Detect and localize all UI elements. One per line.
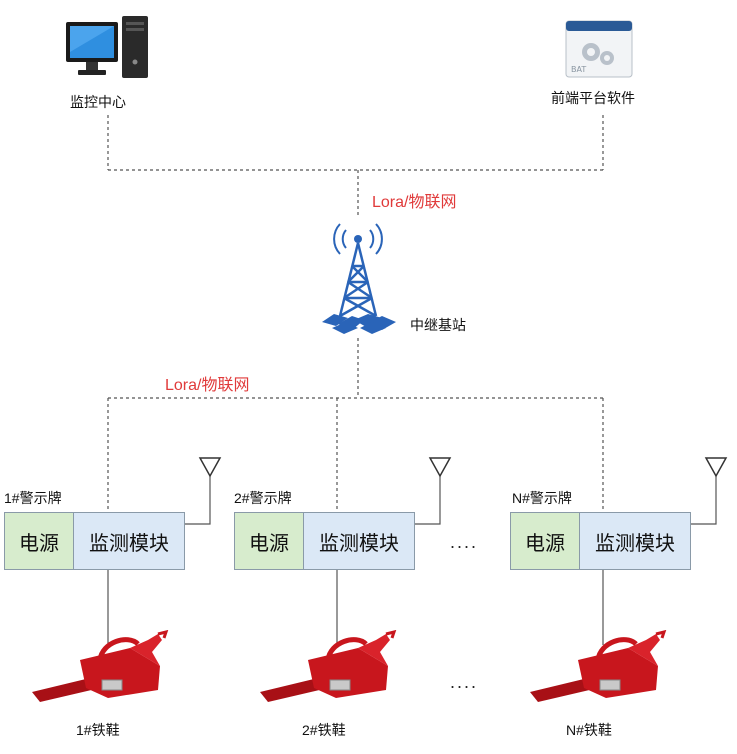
software-icon: BAT xyxy=(565,20,633,78)
sign-n-label: N#警示牌 xyxy=(512,490,572,506)
iron-shoe-icon xyxy=(260,630,397,702)
ellipsis-shoes: .... xyxy=(450,672,479,692)
sign-2-monitor-module: 监测模块 xyxy=(303,512,415,570)
shoe-n-label: N#铁鞋 xyxy=(566,722,612,738)
sign-2-label: 2#警示牌 xyxy=(234,490,292,506)
antenna-icons xyxy=(198,457,728,478)
software-icon-text: BAT xyxy=(571,65,586,74)
computer-icon xyxy=(66,16,148,78)
software-label: 前端平台软件 xyxy=(551,90,635,106)
shoe-2-label: 2#铁鞋 xyxy=(302,722,346,738)
relay-tower-icon xyxy=(322,223,396,334)
network-label-bottom: Lora/物联网 xyxy=(165,377,250,394)
iron-shoe-icon xyxy=(32,630,169,702)
shoe-1-label: 1#铁鞋 xyxy=(76,722,120,738)
sign-n-power-box: 电源 xyxy=(510,512,580,570)
sign-1-monitor-module: 监测模块 xyxy=(73,512,185,570)
monitor-center-label: 监控中心 xyxy=(70,94,126,110)
sign-2-power-box: 电源 xyxy=(234,512,304,570)
sign-1-power-box: 电源 xyxy=(4,512,74,570)
network-label-top: Lora/物联网 xyxy=(372,194,457,211)
relay-label: 中继基站 xyxy=(410,317,466,333)
ellipsis-signs: .... xyxy=(450,532,479,552)
sign-n-monitor-module: 监测模块 xyxy=(579,512,691,570)
iron-shoe-icon xyxy=(530,630,667,702)
sign-1-label: 1#警示牌 xyxy=(4,490,62,506)
